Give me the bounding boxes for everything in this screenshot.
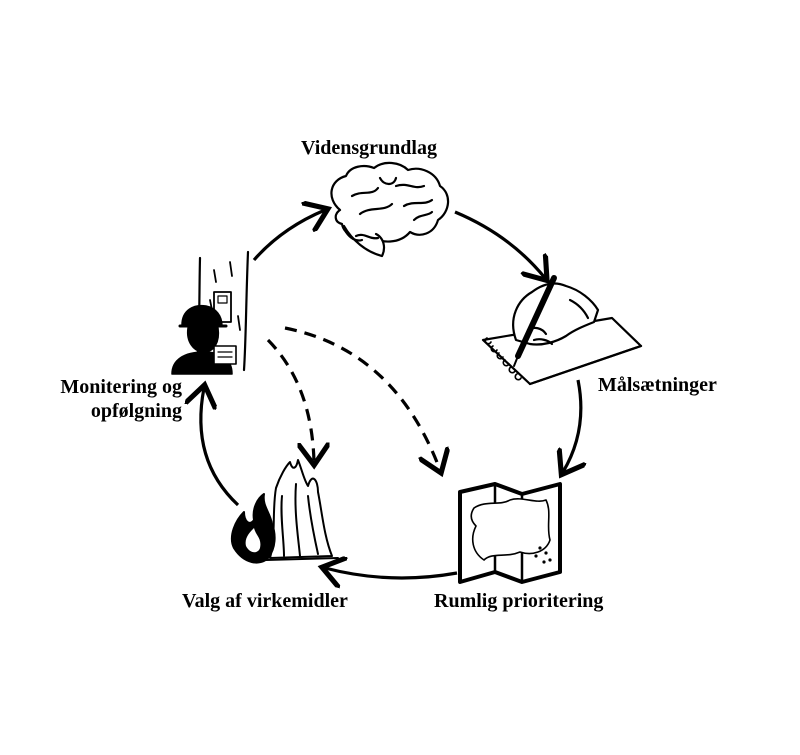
arrow-monitor-to-videns [252,210,325,262]
brain-icon [330,161,450,258]
hand-writing-notebook-icon [481,275,643,386]
folded-map-icon [458,482,562,584]
dashed-arrow-monitor-to-rumlig [284,326,440,470]
arrow-valg-to-monitor [201,388,240,507]
stage-label-videns: Vidensgrundlag [301,137,437,159]
stage-label-monitor: Monitering og opfølgning [40,375,182,423]
stage-label-maal: Målsætninger [598,374,717,396]
dashed-arrow-monitor-to-valg [266,338,314,462]
stage-label-monitor-line1: Monitering og [60,376,182,398]
stage-label-rumlig: Rumlig prioritering [434,590,604,612]
arrow-rumlig-to-valg [325,568,458,578]
forester-at-tree-icon [171,250,250,375]
burning-tree-stump-icon [230,459,339,564]
arrow-maal-to-rumlig [563,379,581,472]
arrow-videns-to-maal [454,210,545,278]
stage-label-valg: Valg af virkemidler [182,590,348,612]
stage-label-monitor-line2: opfølgning [90,400,182,422]
